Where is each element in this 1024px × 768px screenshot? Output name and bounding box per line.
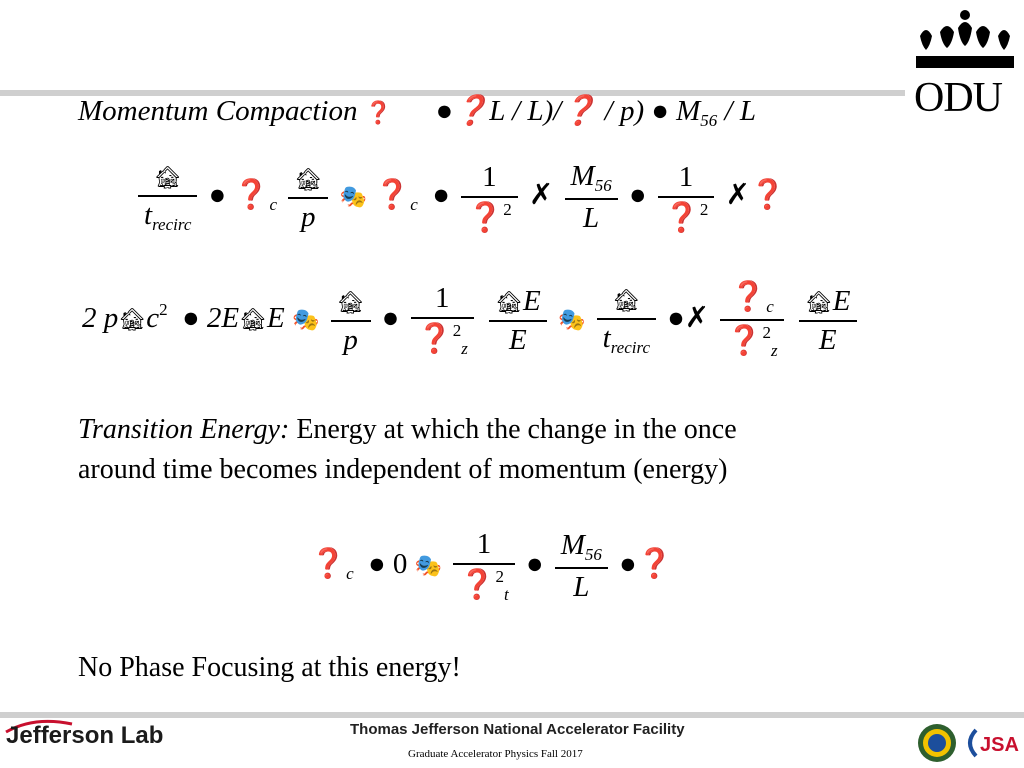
fraction-dt-trecirc-2: 🏚 trecirc bbox=[596, 283, 657, 358]
equation-row-3: 2 p🏚c2 ● 2E🏚E 🎭 🏚 p ● 1 ❓2z 🏚E E 🎭 🏚 tre… bbox=[82, 280, 861, 361]
fraction-de-e: 🏚E E bbox=[489, 285, 547, 357]
symbol-glyph: 🏚 bbox=[239, 308, 267, 334]
odu-logo-text: ODU bbox=[914, 75, 1003, 121]
facility-title: Thomas Jefferson National Accelerator Fa… bbox=[350, 721, 685, 738]
symbol-glyph: ❓ bbox=[364, 101, 393, 126]
fraction-gammac-gammaz: ❓c ❓2z bbox=[720, 280, 784, 361]
symbol-glyph: 🏚 bbox=[118, 308, 147, 334]
eq4-lead: ❓ bbox=[310, 548, 347, 581]
eq2-mid2: ❓ bbox=[374, 179, 411, 212]
conclusion-text: No Phase Focusing at this energy! bbox=[78, 652, 461, 683]
course-title: Graduate Accelerator Physics Fall 2017 bbox=[408, 748, 583, 760]
line1-tail: / L bbox=[724, 95, 756, 127]
odu-crown-logo bbox=[916, 10, 1014, 68]
momentum-compaction-label: Momentum Compaction bbox=[78, 95, 358, 127]
fraction-de-e-2: 🏚E E bbox=[798, 285, 857, 357]
jefferson-lab-logo: Jefferson Lab bbox=[6, 722, 164, 749]
fraction-one-gamma-2: 1 ❓2 bbox=[657, 161, 715, 235]
svg-text:JSA: JSA bbox=[980, 734, 1019, 756]
symbol-glyph: 🏚 bbox=[612, 289, 641, 314]
transition-energy-text2: around time becomes independent of momen… bbox=[78, 454, 728, 485]
transition-energy-text1: Energy at which the change in the once bbox=[289, 414, 737, 445]
symbol-glyph: 🎭 bbox=[291, 308, 320, 334]
symbol-glyph: 🎭 bbox=[414, 554, 443, 580]
symbol-glyph: 🏚 bbox=[153, 166, 182, 191]
jsa-logo: JSA bbox=[968, 728, 1019, 758]
symbol-glyph: 🎭 bbox=[339, 185, 367, 211]
transition-energy-paragraph: Transition Energy: Energy at which the c… bbox=[78, 410, 958, 490]
eq3-mid: ● 2E bbox=[182, 302, 240, 335]
equation-row-4: ❓c ● 0 🎭 1 ❓2t ● M56 L ●❓ bbox=[310, 528, 673, 605]
fraction-one-gamma: 1 ❓2 bbox=[461, 161, 518, 235]
line1-expression: ●❓L / L)/❓ / p) ● M bbox=[435, 95, 701, 127]
equation-row-2: 🏚 trecirc ● ❓c 🏚 p 🎭 ❓c ● 1 ❓2 ✗ M56 L ●… bbox=[134, 160, 786, 235]
line1-subscript: 56 bbox=[700, 111, 718, 130]
fraction-m56-l-2: M56 L bbox=[554, 529, 608, 604]
transition-energy-label: Transition Energy: bbox=[78, 414, 290, 445]
eq2-mid1: ● ❓ bbox=[208, 179, 270, 212]
eq3-lead: 2 p bbox=[82, 302, 119, 335]
symbol-glyph: 🏚 bbox=[294, 167, 323, 193]
fraction-m56-l: M56 L bbox=[564, 160, 618, 235]
footer-divider bbox=[0, 712, 1024, 718]
symbol-glyph: 🏚 bbox=[804, 290, 833, 316]
header-divider bbox=[0, 90, 905, 96]
doe-seal-icon bbox=[918, 724, 956, 762]
symbol-glyph: 🏚 bbox=[495, 290, 523, 316]
momentum-compaction-line: Momentum Compaction ❓ ●❓L / L)/❓ / p) ● … bbox=[78, 94, 756, 131]
jefferson-lab-swoosh-icon bbox=[5, 719, 73, 734]
symbol-glyph: 🏚 bbox=[336, 290, 365, 316]
fraction-dt-trecirc: 🏚 trecirc bbox=[138, 160, 198, 235]
fraction-one-gammat: 1 ❓2t bbox=[453, 528, 515, 605]
fraction-one-gammaz: 1 ❓2z bbox=[410, 282, 474, 359]
eq4-mid: ● 0 bbox=[368, 548, 408, 581]
fraction-dp-p-2: 🏚 p bbox=[330, 285, 371, 357]
symbol-glyph: 🎭 bbox=[557, 308, 586, 334]
fraction-dp-p: 🏚 p bbox=[288, 162, 329, 234]
